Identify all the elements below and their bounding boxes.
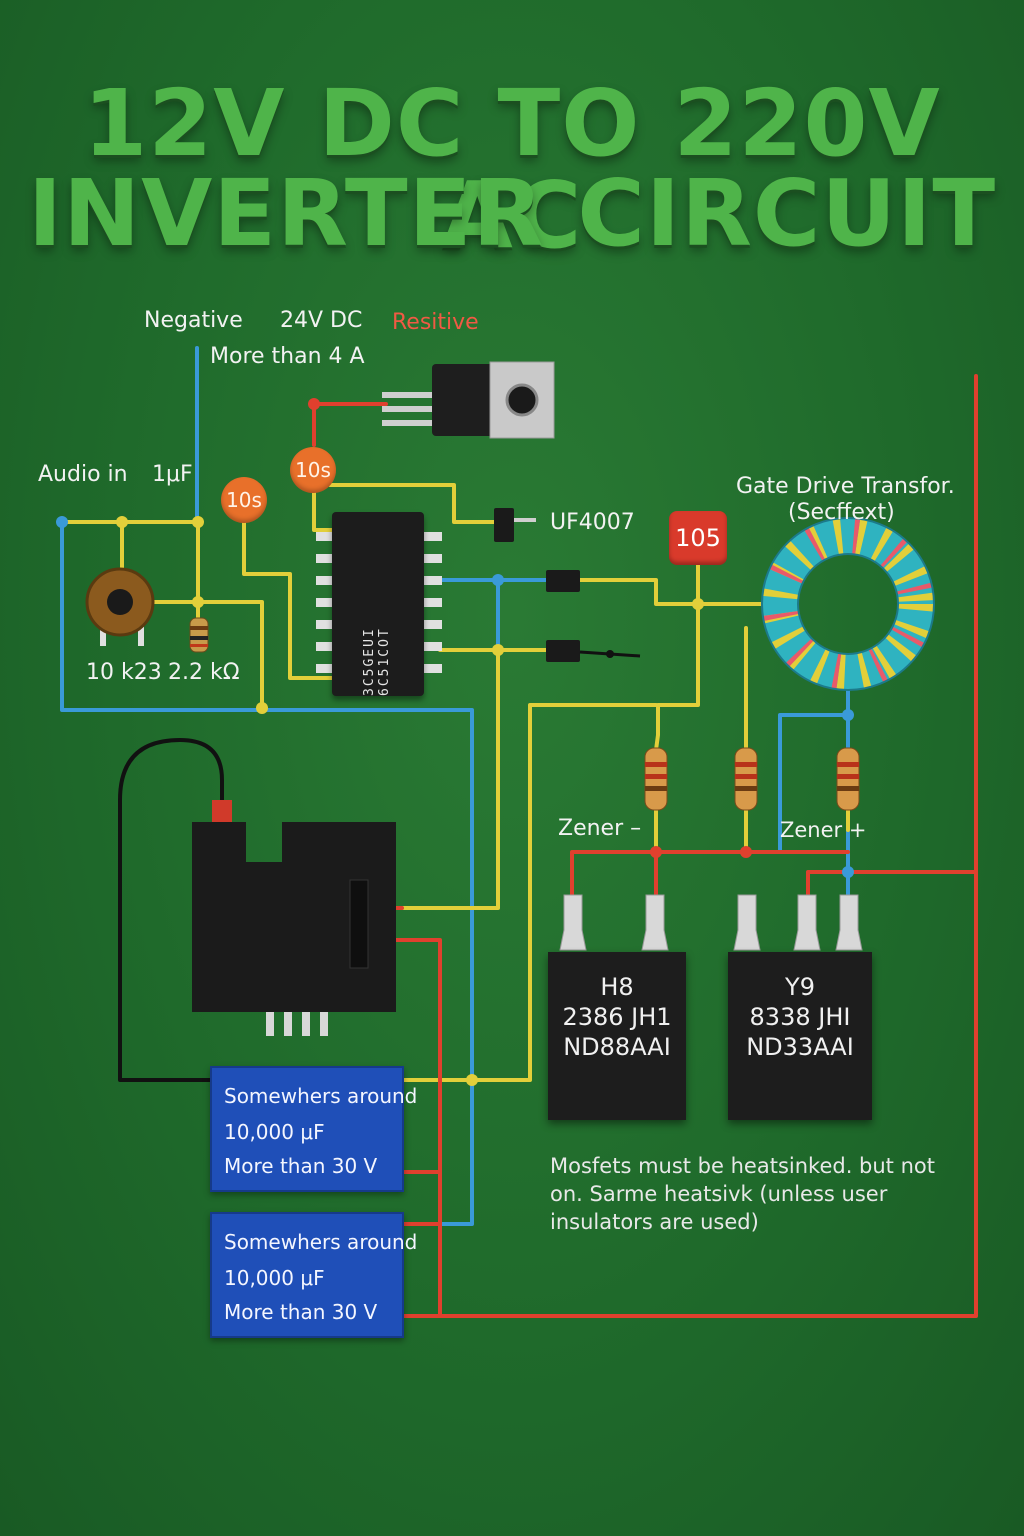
resistor-small [189, 617, 209, 653]
black-wire [118, 738, 224, 1082]
capacitor-10s-left: 10s [221, 477, 267, 523]
yellow-wires [60, 483, 850, 1082]
gate-resistors [644, 747, 860, 811]
mosfet-h8-part: ND88AAI [563, 1033, 671, 1061]
heatsink-note: Mosfets must be heatsinked. but not on. … [550, 1154, 935, 1234]
potentiometer [85, 567, 155, 646]
capacitor-105: 105 [669, 511, 727, 565]
mosfet-y9: Y9 8338 JHI ND33AAI [728, 952, 872, 1120]
mosfet-h8-name: H8 [600, 973, 634, 1001]
black-module [192, 800, 396, 1036]
driver-ic: 3C5GEUI 6C51COT [332, 512, 424, 696]
label-audio-in: Audio in [38, 462, 128, 487]
diode-uf4007 [494, 508, 536, 542]
label-negative: Negative [144, 308, 243, 333]
mosfet-y9-name: Y9 [785, 973, 815, 1001]
capacitor-box-1: Somewhers around 10,000 μF More than 30 … [210, 1066, 417, 1192]
capacitor-box-2-line2: 10,000 μF [224, 1266, 325, 1290]
label-positive: Resitive [392, 310, 479, 335]
junction-dots [56, 398, 854, 1086]
ic-pins [316, 532, 442, 673]
label-gate-drive: Gate Drive Transfor. [736, 474, 955, 499]
title-line-1: 12V DC TO 220V AC [83, 70, 941, 269]
label-24v-dc: 24V DC [280, 308, 363, 333]
ic-marking: 3C5GEUI 6C51COT [362, 627, 392, 696]
small-diodes [546, 570, 641, 662]
red-wires [312, 374, 978, 1318]
capacitor-box-2: Somewhers around 10,000 μF More than 30 … [210, 1212, 417, 1338]
title-line-2: INVERTER CIRCUIT [27, 160, 997, 267]
capacitor-10s-top: 10s [290, 447, 336, 493]
mosfet-y9-code: 8338 JHI [749, 1003, 851, 1031]
capacitor-box-1-line3: More than 30 V [224, 1154, 378, 1178]
mosfet-y9-part: ND33AAI [746, 1033, 854, 1061]
label-gate-drive-sub: (Secffext) [788, 500, 895, 525]
label-current: More than 4 A [210, 344, 365, 369]
capacitor-box-1-line2: 10,000 μF [224, 1120, 325, 1144]
mosfet-h8: H8 2386 JH1 ND88AAI [548, 952, 686, 1120]
mosfet-h8-code: 2386 JH1 [562, 1003, 672, 1031]
capacitor-box-2-line1: Somewhers around [224, 1230, 418, 1254]
label-zener-plus: Zener + [780, 818, 867, 842]
label-resistor: 2.2 kΩ [168, 660, 240, 685]
regulator [382, 361, 555, 439]
toroid-transformer [761, 517, 935, 691]
label-uf4007: UF4007 [550, 510, 635, 535]
label-pot: 10 k23 [86, 660, 162, 685]
capacitor-box-2-line3: More than 30 V [224, 1300, 378, 1324]
capacitor-box-1-line1: Somewhers around [224, 1084, 418, 1108]
label-zener-minus: Zener – [558, 816, 642, 841]
label-1uf: 1μF [152, 462, 193, 487]
mosfet-legs [559, 894, 863, 951]
